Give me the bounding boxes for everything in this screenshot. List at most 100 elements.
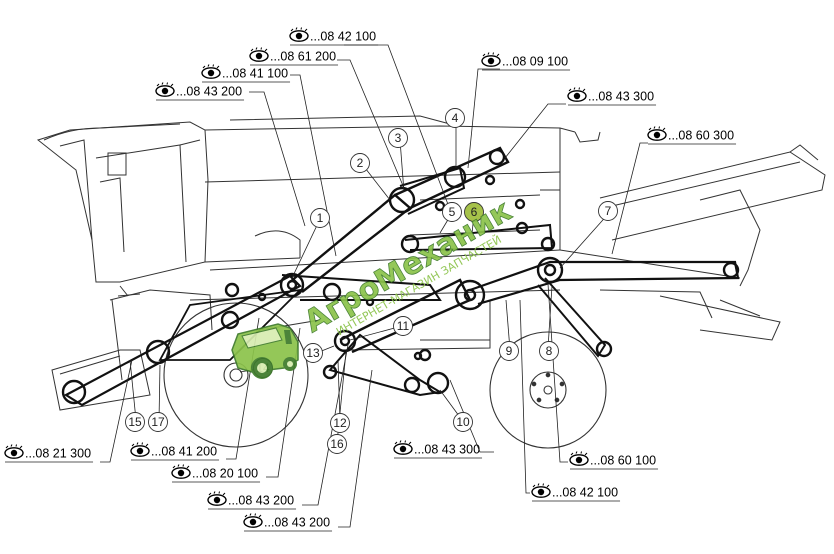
eye-icon	[481, 51, 501, 67]
eye-icon	[207, 490, 227, 506]
callout-circle	[330, 413, 350, 433]
reference-link-08-42-100-top[interactable]: ...08 42 100	[289, 26, 379, 46]
reference-label: ...08 41 100	[222, 67, 288, 81]
callout-circle	[442, 202, 462, 222]
reference-link-08-21-300[interactable]: ...08 21 300	[4, 443, 94, 463]
callout-circle	[598, 201, 618, 221]
callout-circle	[453, 412, 473, 432]
eye-icon	[567, 86, 587, 102]
callout-11: 11	[393, 316, 413, 336]
callout-8: 8	[539, 341, 559, 361]
callout-number: 11	[397, 319, 410, 333]
reference-label: ...08 43 200	[264, 516, 330, 530]
rear-wheel	[489, 331, 607, 449]
callout-circle	[539, 341, 559, 361]
reference-label: ...08 20 100	[192, 467, 258, 481]
callout-circle	[303, 343, 323, 363]
reference-label: ...08 43 200	[176, 85, 242, 99]
numbered-callouts: 1234567891011121314151617	[125, 108, 618, 454]
callout-number: 8	[546, 344, 553, 358]
reference-label: ...08 42 100	[552, 486, 618, 500]
callout-circle	[148, 412, 168, 432]
combine-body-outline	[36, 115, 826, 411]
reference-link-08-20-100[interactable]: ...08 20 100	[171, 463, 261, 483]
eye-icon	[569, 450, 589, 466]
callout-circle	[310, 208, 330, 228]
front-wheel	[163, 302, 309, 448]
callout-6: 6	[464, 202, 484, 222]
callout-circle	[464, 202, 484, 222]
eye-icon	[531, 482, 551, 498]
reference-label: ...08 43 200	[228, 494, 294, 508]
callout-circle	[499, 341, 519, 361]
reference-link-08-43-200-bottom[interactable]: ...08 43 200	[243, 512, 333, 532]
eye-icon	[249, 46, 269, 62]
combine-logo-icon	[231, 323, 299, 379]
reference-label: ...08 42 100	[310, 30, 376, 44]
reference-link-08-43-300-bottom[interactable]: ...08 43 300	[393, 439, 483, 459]
callout-1: 1	[310, 208, 330, 228]
reference-link-08-60-100[interactable]: ...08 60 100	[569, 450, 659, 470]
eye-icon	[647, 125, 667, 141]
callout-number: 1	[317, 211, 324, 225]
callout-number: 6	[471, 205, 478, 219]
reference-label: ...08 60 100	[590, 454, 656, 468]
reference-link-08-41-100[interactable]: ...08 41 100	[201, 63, 291, 83]
callout-number: 15	[128, 415, 142, 429]
reference-label: ...08 60 300	[668, 129, 734, 143]
eye-icon	[243, 512, 263, 528]
callout-3: 3	[388, 128, 408, 148]
eye-icon	[155, 81, 175, 97]
callout-number: 9	[506, 344, 513, 358]
callout-10: 10	[453, 412, 473, 432]
callout-circle	[125, 412, 145, 432]
callout-circle	[350, 153, 370, 173]
callout-13: 13	[303, 343, 323, 363]
reference-link-08-09-100[interactable]: ...08 09 100	[481, 51, 571, 71]
reference-label: ...08 43 300	[414, 443, 480, 457]
callout-circle	[445, 108, 465, 128]
reference-link-08-42-100-bottom[interactable]: ...08 42 100	[531, 482, 621, 502]
callout-number: 13	[306, 346, 320, 360]
callout-9: 9	[499, 341, 519, 361]
reference-link-08-61-200[interactable]: ...08 61 200	[249, 46, 339, 66]
reference-link-08-43-200-top[interactable]: ...08 43 200	[155, 81, 245, 101]
callout-circle	[393, 316, 413, 336]
belt-drives	[61, 146, 740, 407]
callout-7: 7	[598, 201, 618, 221]
callout-16: 16	[327, 434, 347, 454]
reference-label: ...08 43 300	[588, 90, 654, 104]
callout-number: 7	[605, 204, 612, 218]
callout-number: 3	[395, 131, 402, 145]
callout-number: 10	[456, 415, 470, 429]
eye-icon	[130, 441, 150, 457]
callout-number: 4	[452, 111, 459, 125]
callout-4: 4	[445, 108, 465, 128]
reference-link-08-43-200-mid[interactable]: ...08 43 200	[207, 490, 297, 510]
callout-number: 16	[330, 437, 344, 451]
callout-number: 17	[151, 415, 165, 429]
reference-label: ...08 61 200	[270, 50, 336, 64]
callout-number: 2	[357, 156, 364, 170]
reference-link-08-43-300-top[interactable]: ...08 43 300	[567, 86, 657, 106]
eye-icon	[289, 26, 309, 42]
callout-5: 5	[442, 202, 462, 222]
reference-label: ...08 09 100	[502, 55, 568, 69]
reference-label: ...08 21 300	[25, 447, 91, 461]
callout-15: 15	[125, 412, 145, 432]
reference-link-08-41-200[interactable]: ...08 41 200	[130, 441, 220, 461]
callout-number: 5	[449, 205, 456, 219]
eye-icon	[171, 463, 191, 479]
callout-17: 17	[148, 412, 168, 432]
eye-icon	[201, 63, 221, 79]
callout-circle	[327, 434, 347, 454]
callout-circle	[388, 128, 408, 148]
leader-lines	[100, 44, 648, 528]
callout-2: 2	[350, 153, 370, 173]
eye-icon	[393, 439, 413, 455]
eye-icon	[4, 443, 24, 459]
callout-number: 12	[333, 416, 347, 430]
reference-link-08-60-300[interactable]: ...08 60 300	[647, 125, 737, 145]
callout-12: 12	[330, 413, 350, 433]
